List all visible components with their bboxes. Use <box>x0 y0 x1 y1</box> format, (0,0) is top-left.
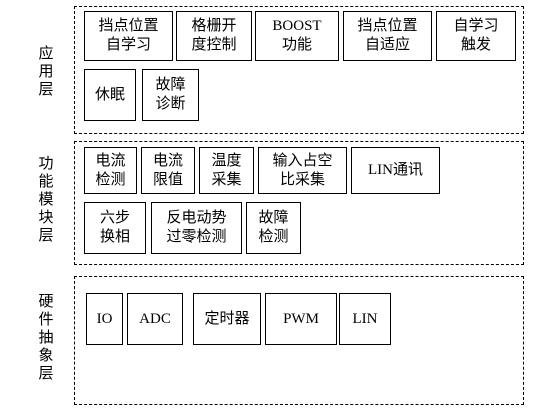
module-six-step-commutation: 六步 换相 <box>84 202 146 254</box>
module-io: IO <box>86 293 123 345</box>
hardware-layer-frame <box>74 276 524 405</box>
layer-label-application: 应用层 <box>38 46 54 98</box>
module-current-detection: 电流 检测 <box>84 147 137 194</box>
module-duty-cycle-sampling: 输入占空 比采集 <box>258 147 347 194</box>
module-learning-trigger: 自学习 触发 <box>436 11 516 61</box>
application-layer-frame <box>74 6 524 134</box>
module-sleep: 休眠 <box>84 69 136 121</box>
module-adc: ADC <box>127 293 183 345</box>
layer-label-hardware: 硬件抽象层 <box>38 294 54 382</box>
module-fault-detection: 故障 检测 <box>246 202 301 254</box>
module-pwm: PWM <box>265 293 337 345</box>
module-current-limit: 电流 限值 <box>141 147 195 194</box>
module-stop-position-learning: 挡点位置 自学习 <box>84 11 173 61</box>
module-lin-communication: LIN通讯 <box>351 147 440 194</box>
module-boost-function: BOOST 功能 <box>255 11 339 61</box>
module-temperature-sampling: 温度 采集 <box>199 147 254 194</box>
module-stop-position-adaptive: 挡点位置 自适应 <box>343 11 432 61</box>
function-layer-frame <box>74 141 524 265</box>
module-back-emf-zero-crossing: 反电动势 过零检测 <box>151 202 242 254</box>
layer-label-function: 功能模块层 <box>38 156 54 244</box>
module-lin: LIN <box>339 293 391 345</box>
module-grille-opening-control: 格栅开 度控制 <box>176 11 252 61</box>
module-timer: 定时器 <box>193 293 261 345</box>
module-fault-diagnosis: 故障 诊断 <box>142 69 199 121</box>
